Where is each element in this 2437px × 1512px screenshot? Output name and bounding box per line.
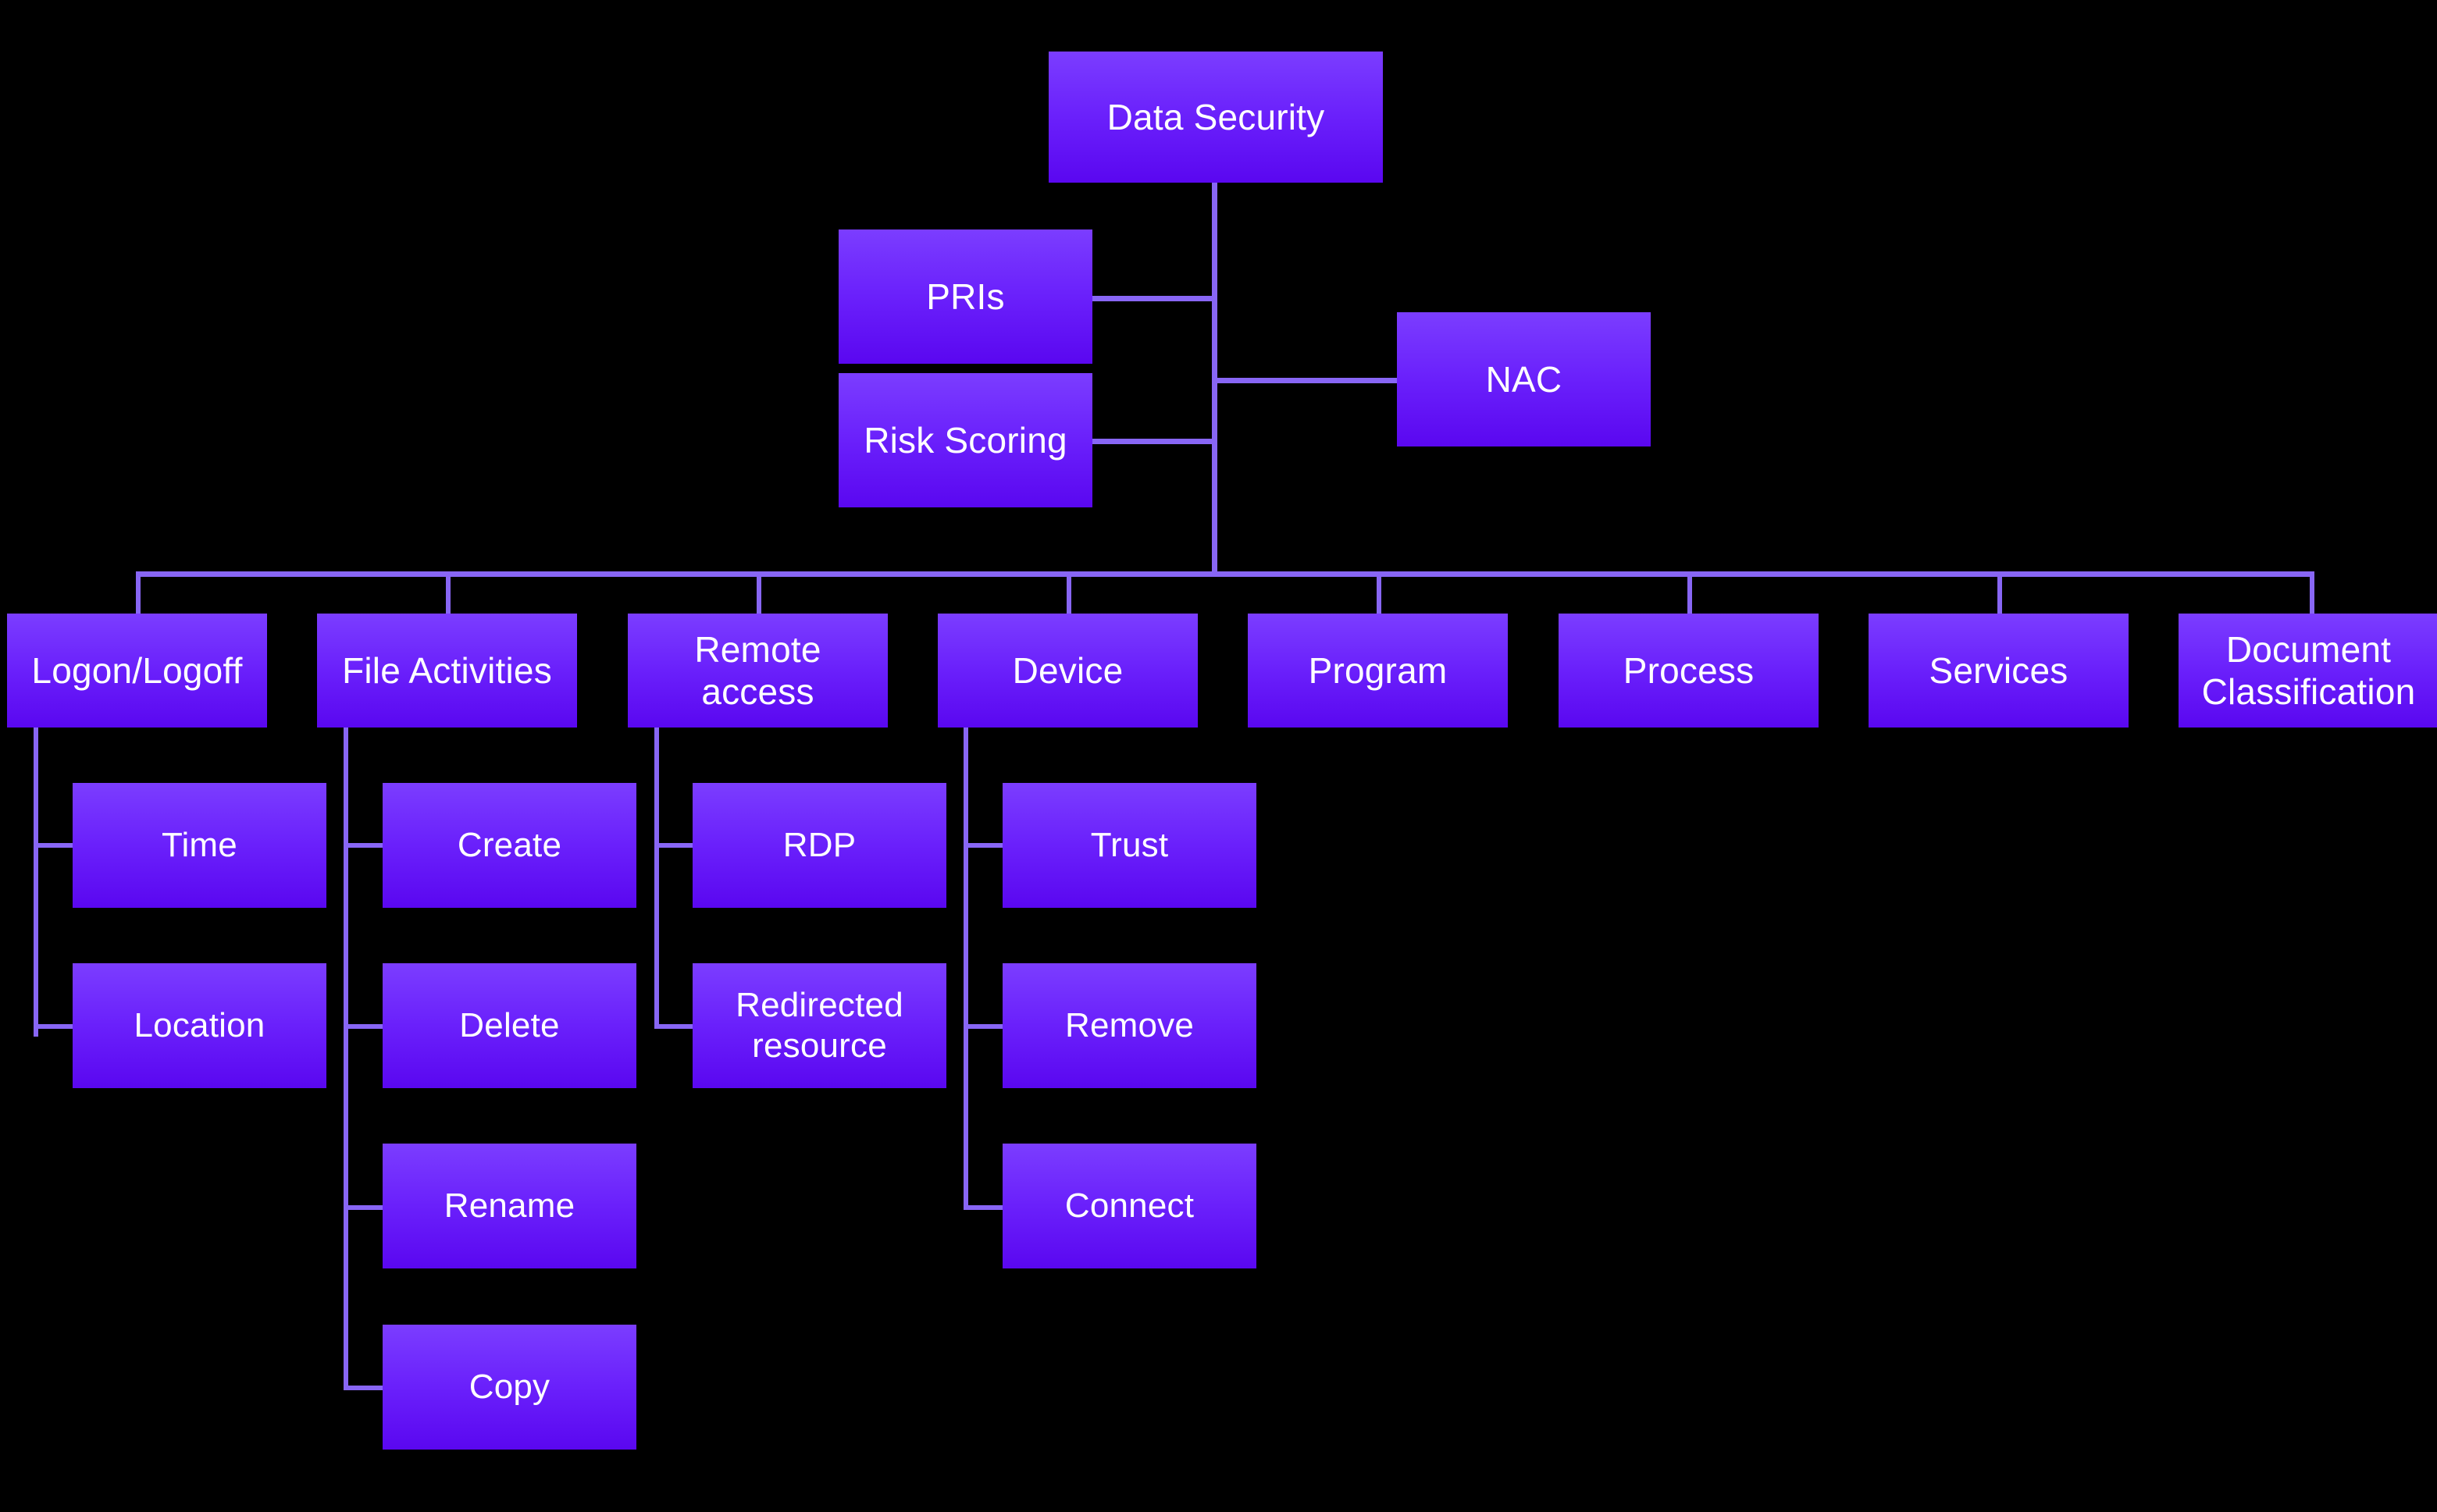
node-file-activities[interactable]: File Activities (317, 614, 577, 728)
node-location[interactable]: Location (73, 963, 326, 1088)
node-label: Location (134, 1006, 265, 1045)
connector-stub-trust (964, 843, 1005, 848)
node-process[interactable]: Process (1559, 614, 1819, 728)
node-device[interactable]: Device (938, 614, 1198, 728)
node-nac[interactable]: NAC (1397, 312, 1651, 446)
node-label: Trust (1090, 826, 1169, 865)
node-rename[interactable]: Rename (383, 1144, 636, 1268)
connector-stub-redirected-resource (654, 1024, 696, 1029)
node-label: Data Security (1106, 96, 1325, 137)
connector-pris (1092, 296, 1216, 301)
connector-drop-file-activities (446, 571, 451, 617)
connector-main-bus (136, 571, 2314, 577)
connector-drop-process (1687, 571, 1692, 617)
node-data-security[interactable]: Data Security (1049, 52, 1383, 183)
node-create[interactable]: Create (383, 783, 636, 908)
node-time[interactable]: Time (73, 783, 326, 908)
node-label: Rename (444, 1186, 575, 1226)
node-copy[interactable]: Copy (383, 1325, 636, 1450)
connector-drop-remote-access (757, 571, 761, 617)
node-label: NAC (1485, 358, 1562, 400)
connector-rail-logon-logoff (34, 728, 38, 1037)
node-label: Document Classification (2201, 628, 2416, 712)
node-risk-scoring[interactable]: Risk Scoring (839, 373, 1092, 507)
node-trust[interactable]: Trust (1003, 783, 1256, 908)
node-label: Delete (459, 1006, 560, 1045)
node-services[interactable]: Services (1869, 614, 2129, 728)
connector-root-spine (1212, 182, 1217, 577)
node-label: Create (457, 826, 562, 865)
node-label: Process (1623, 649, 1755, 691)
connector-stub-copy (344, 1386, 385, 1390)
connector-drop-logon-logoff (136, 571, 141, 617)
node-remote-access[interactable]: Remote access (628, 614, 888, 728)
node-label: Device (1012, 649, 1124, 691)
connector-stub-rdp (654, 843, 696, 848)
node-label: PRIs (926, 276, 1005, 317)
node-label: Program (1308, 649, 1448, 691)
node-label: Services (1929, 649, 2068, 691)
node-label: Risk Scoring (864, 419, 1067, 461)
node-program[interactable]: Program (1248, 614, 1508, 728)
connector-stub-delete (344, 1024, 385, 1029)
node-pris[interactable]: PRIs (839, 229, 1092, 364)
node-delete[interactable]: Delete (383, 963, 636, 1088)
connector-drop-program (1377, 571, 1381, 617)
connector-rail-device (964, 728, 968, 1208)
connector-risk-scoring (1092, 439, 1216, 444)
node-connect[interactable]: Connect (1003, 1144, 1256, 1268)
node-rdp[interactable]: RDP (693, 783, 946, 908)
connector-stub-create (344, 843, 385, 848)
connector-stub-location (34, 1024, 75, 1029)
connector-stub-connect (964, 1205, 1005, 1210)
connector-rail-remote-access (654, 728, 659, 1026)
node-label: Time (162, 826, 237, 865)
connector-stub-time (34, 843, 75, 848)
connector-drop-document-classification (2310, 571, 2314, 617)
node-label: Remote access (694, 628, 821, 712)
node-logon-logoff[interactable]: Logon/Logoff (7, 614, 267, 728)
connector-drop-services (1997, 571, 2002, 617)
connector-nac (1215, 378, 1398, 383)
node-label: Redirected resource (736, 986, 903, 1065)
node-label: Logon/Logoff (31, 649, 243, 691)
node-label: File Activities (342, 649, 552, 691)
node-label: Connect (1064, 1186, 1195, 1226)
connector-rail-file-activities (344, 728, 348, 1388)
node-redirected-resource[interactable]: Redirected resource (693, 963, 946, 1088)
connector-stub-rename (344, 1205, 385, 1210)
node-document-classification[interactable]: Document Classification (2179, 614, 2437, 728)
connector-stub-remove (964, 1024, 1005, 1029)
node-label: Copy (469, 1368, 550, 1407)
connector-drop-device (1067, 571, 1071, 617)
node-label: RDP (782, 826, 857, 865)
node-label: Remove (1064, 1006, 1195, 1045)
node-remove[interactable]: Remove (1003, 963, 1256, 1088)
